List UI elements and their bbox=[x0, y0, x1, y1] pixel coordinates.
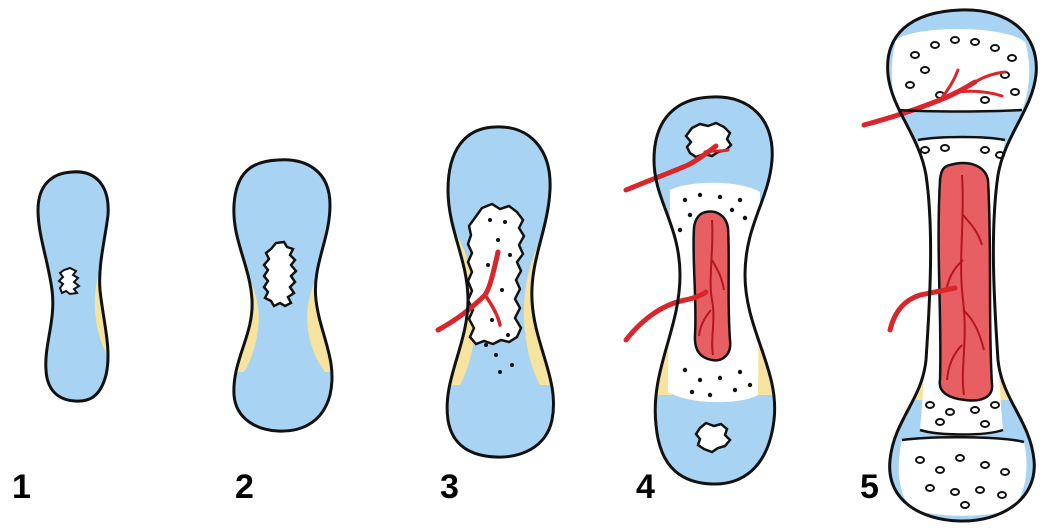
stage-label-4: 4 bbox=[636, 470, 655, 504]
stage-label-1: 1 bbox=[12, 470, 31, 504]
stage-2-bone-collar bbox=[225, 160, 340, 431]
stage-3-primary-ossification bbox=[438, 127, 560, 457]
stage-label-2: 2 bbox=[235, 470, 254, 504]
stage-5-mature-bone bbox=[864, 10, 1036, 521]
stage-label-5: 5 bbox=[860, 470, 879, 504]
stage-1-cartilage-model bbox=[30, 172, 115, 401]
stage-label-3: 3 bbox=[440, 470, 459, 504]
spongy-bone bbox=[468, 204, 524, 344]
epiphysis-top bbox=[892, 29, 1030, 112]
ossification-center bbox=[59, 268, 79, 294]
stage-4-secondary-ossification bbox=[626, 97, 780, 484]
epiphysis-bottom bbox=[899, 437, 1027, 516]
marrow-cavity bbox=[939, 163, 992, 400]
